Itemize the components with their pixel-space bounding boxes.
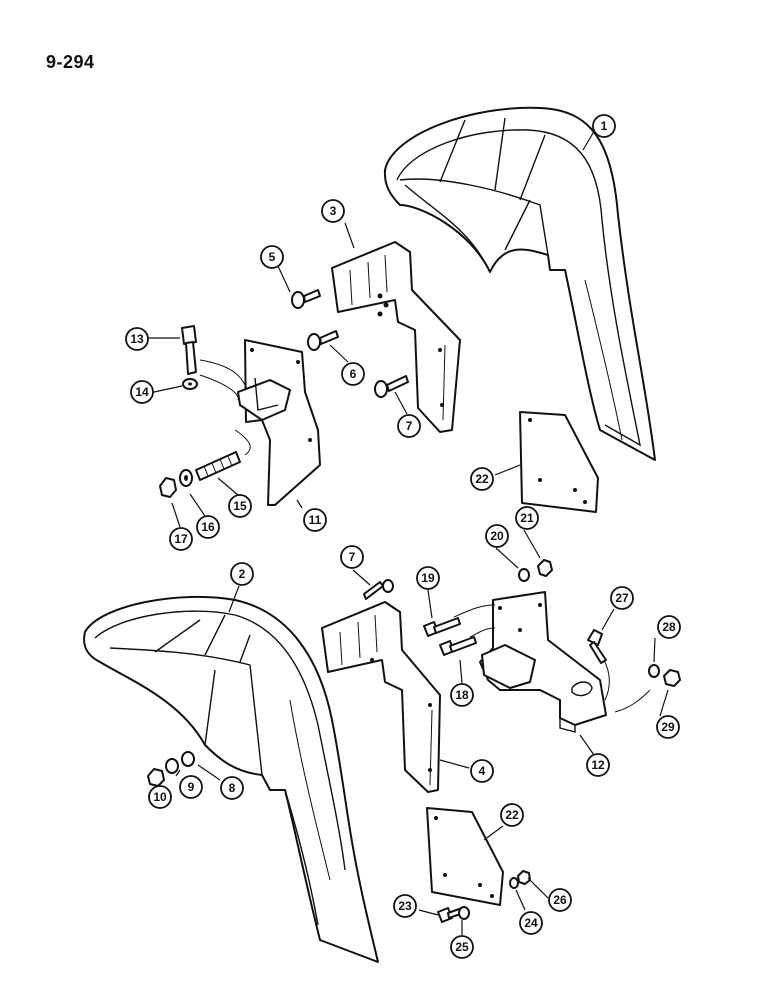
callout-13: 13 bbox=[125, 327, 149, 351]
carriage-bolt-7-upper bbox=[374, 375, 409, 398]
support-plate-upper bbox=[331, 241, 461, 433]
nut-10 bbox=[147, 768, 165, 787]
carriage-bolt-7-lower bbox=[363, 579, 394, 600]
svg-text:1: 1 bbox=[601, 119, 608, 133]
mounting-bracket-lower bbox=[479, 591, 607, 733]
mounting-bracket-upper bbox=[237, 339, 321, 506]
washer-28 bbox=[648, 664, 660, 678]
washer-9 bbox=[165, 758, 179, 774]
callout-14: 14 bbox=[130, 380, 154, 404]
hex-bolt-13 bbox=[181, 325, 197, 375]
callout-18: 18 bbox=[450, 683, 474, 707]
callout-7-lower: 7 bbox=[340, 545, 364, 569]
callout-10: 10 bbox=[148, 785, 172, 809]
svg-text:22: 22 bbox=[475, 472, 489, 486]
callout-19: 19 bbox=[416, 566, 440, 590]
svg-text:6: 6 bbox=[350, 367, 357, 381]
svg-text:5: 5 bbox=[269, 250, 276, 264]
callout-23: 23 bbox=[393, 894, 417, 918]
callout-26: 26 bbox=[548, 888, 572, 912]
svg-text:29: 29 bbox=[661, 720, 675, 734]
hex-bolt-18 bbox=[439, 636, 477, 656]
callout-21: 21 bbox=[515, 506, 539, 530]
callout-17: 17 bbox=[169, 527, 193, 551]
svg-text:9: 9 bbox=[188, 780, 195, 794]
callout-4: 4 bbox=[470, 759, 494, 783]
nut-21 bbox=[537, 559, 553, 577]
nut-17 bbox=[159, 477, 177, 498]
svg-text:11: 11 bbox=[309, 513, 322, 527]
callout-25: 25 bbox=[450, 935, 474, 959]
stud-15 bbox=[195, 451, 241, 481]
svg-text:15: 15 bbox=[233, 499, 247, 513]
svg-text:17: 17 bbox=[174, 532, 188, 546]
washer-14 bbox=[182, 378, 198, 390]
svg-text:26: 26 bbox=[553, 893, 567, 907]
svg-text:27: 27 bbox=[615, 591, 629, 605]
hex-bolt-27 bbox=[587, 629, 607, 664]
svg-text:23: 23 bbox=[398, 899, 412, 913]
svg-text:19: 19 bbox=[421, 571, 435, 585]
support-plate-lower bbox=[321, 601, 441, 793]
callout-2: 2 bbox=[230, 562, 254, 586]
callout-22-lower: 22 bbox=[500, 803, 524, 827]
svg-text:12: 12 bbox=[591, 758, 605, 772]
callout-9: 9 bbox=[179, 775, 203, 799]
svg-text:3: 3 bbox=[330, 204, 337, 218]
callout-16: 16 bbox=[196, 515, 220, 539]
carriage-bolt-6 bbox=[307, 330, 339, 351]
callout-8: 8 bbox=[220, 776, 244, 800]
svg-text:7: 7 bbox=[349, 550, 356, 564]
svg-text:7: 7 bbox=[406, 419, 413, 433]
svg-text:13: 13 bbox=[130, 332, 144, 346]
callout-11: 11 bbox=[303, 508, 327, 532]
svg-text:10: 10 bbox=[153, 790, 167, 804]
svg-text:4: 4 bbox=[479, 764, 486, 778]
carriage-bolt-5 bbox=[291, 289, 321, 309]
svg-text:18: 18 bbox=[455, 688, 469, 702]
svg-text:16: 16 bbox=[201, 520, 215, 534]
callout-29: 29 bbox=[656, 715, 680, 739]
svg-text:14: 14 bbox=[135, 385, 149, 399]
svg-text:2: 2 bbox=[239, 567, 246, 581]
svg-text:28: 28 bbox=[662, 620, 676, 634]
washer-24 bbox=[509, 877, 519, 889]
callout-1: 1 bbox=[592, 114, 616, 138]
washer-8 bbox=[181, 751, 195, 767]
washer-16 bbox=[179, 469, 193, 487]
callout-leaders bbox=[148, 127, 669, 935]
svg-text:8: 8 bbox=[229, 781, 236, 795]
svg-text:21: 21 bbox=[520, 511, 534, 525]
callout-28: 28 bbox=[657, 615, 681, 639]
nut-26 bbox=[517, 870, 531, 885]
callout-27: 27 bbox=[610, 586, 634, 610]
svg-text:24: 24 bbox=[524, 916, 538, 930]
callout-15: 15 bbox=[228, 494, 252, 518]
callout-24: 24 bbox=[519, 911, 543, 935]
hex-bolt-19 bbox=[423, 617, 461, 637]
callout-20: 20 bbox=[485, 524, 509, 548]
callout-7-upper: 7 bbox=[397, 414, 421, 438]
svg-text:25: 25 bbox=[455, 940, 469, 954]
callout-5: 5 bbox=[260, 245, 284, 269]
washer-25 bbox=[458, 906, 470, 920]
callout-12: 12 bbox=[586, 753, 610, 777]
shim-plate-lower bbox=[426, 807, 504, 906]
page-number: 9-294 bbox=[46, 52, 95, 72]
washer-20 bbox=[518, 568, 530, 582]
fender-upper bbox=[383, 106, 656, 461]
callout-3: 3 bbox=[321, 199, 345, 223]
shim-plate-upper bbox=[519, 411, 599, 513]
callout-6: 6 bbox=[341, 362, 365, 386]
svg-text:22: 22 bbox=[505, 808, 519, 822]
nut-29 bbox=[663, 669, 681, 687]
svg-text:20: 20 bbox=[490, 529, 504, 543]
callout-22-upper: 22 bbox=[470, 467, 494, 491]
fender-lower bbox=[83, 595, 379, 963]
